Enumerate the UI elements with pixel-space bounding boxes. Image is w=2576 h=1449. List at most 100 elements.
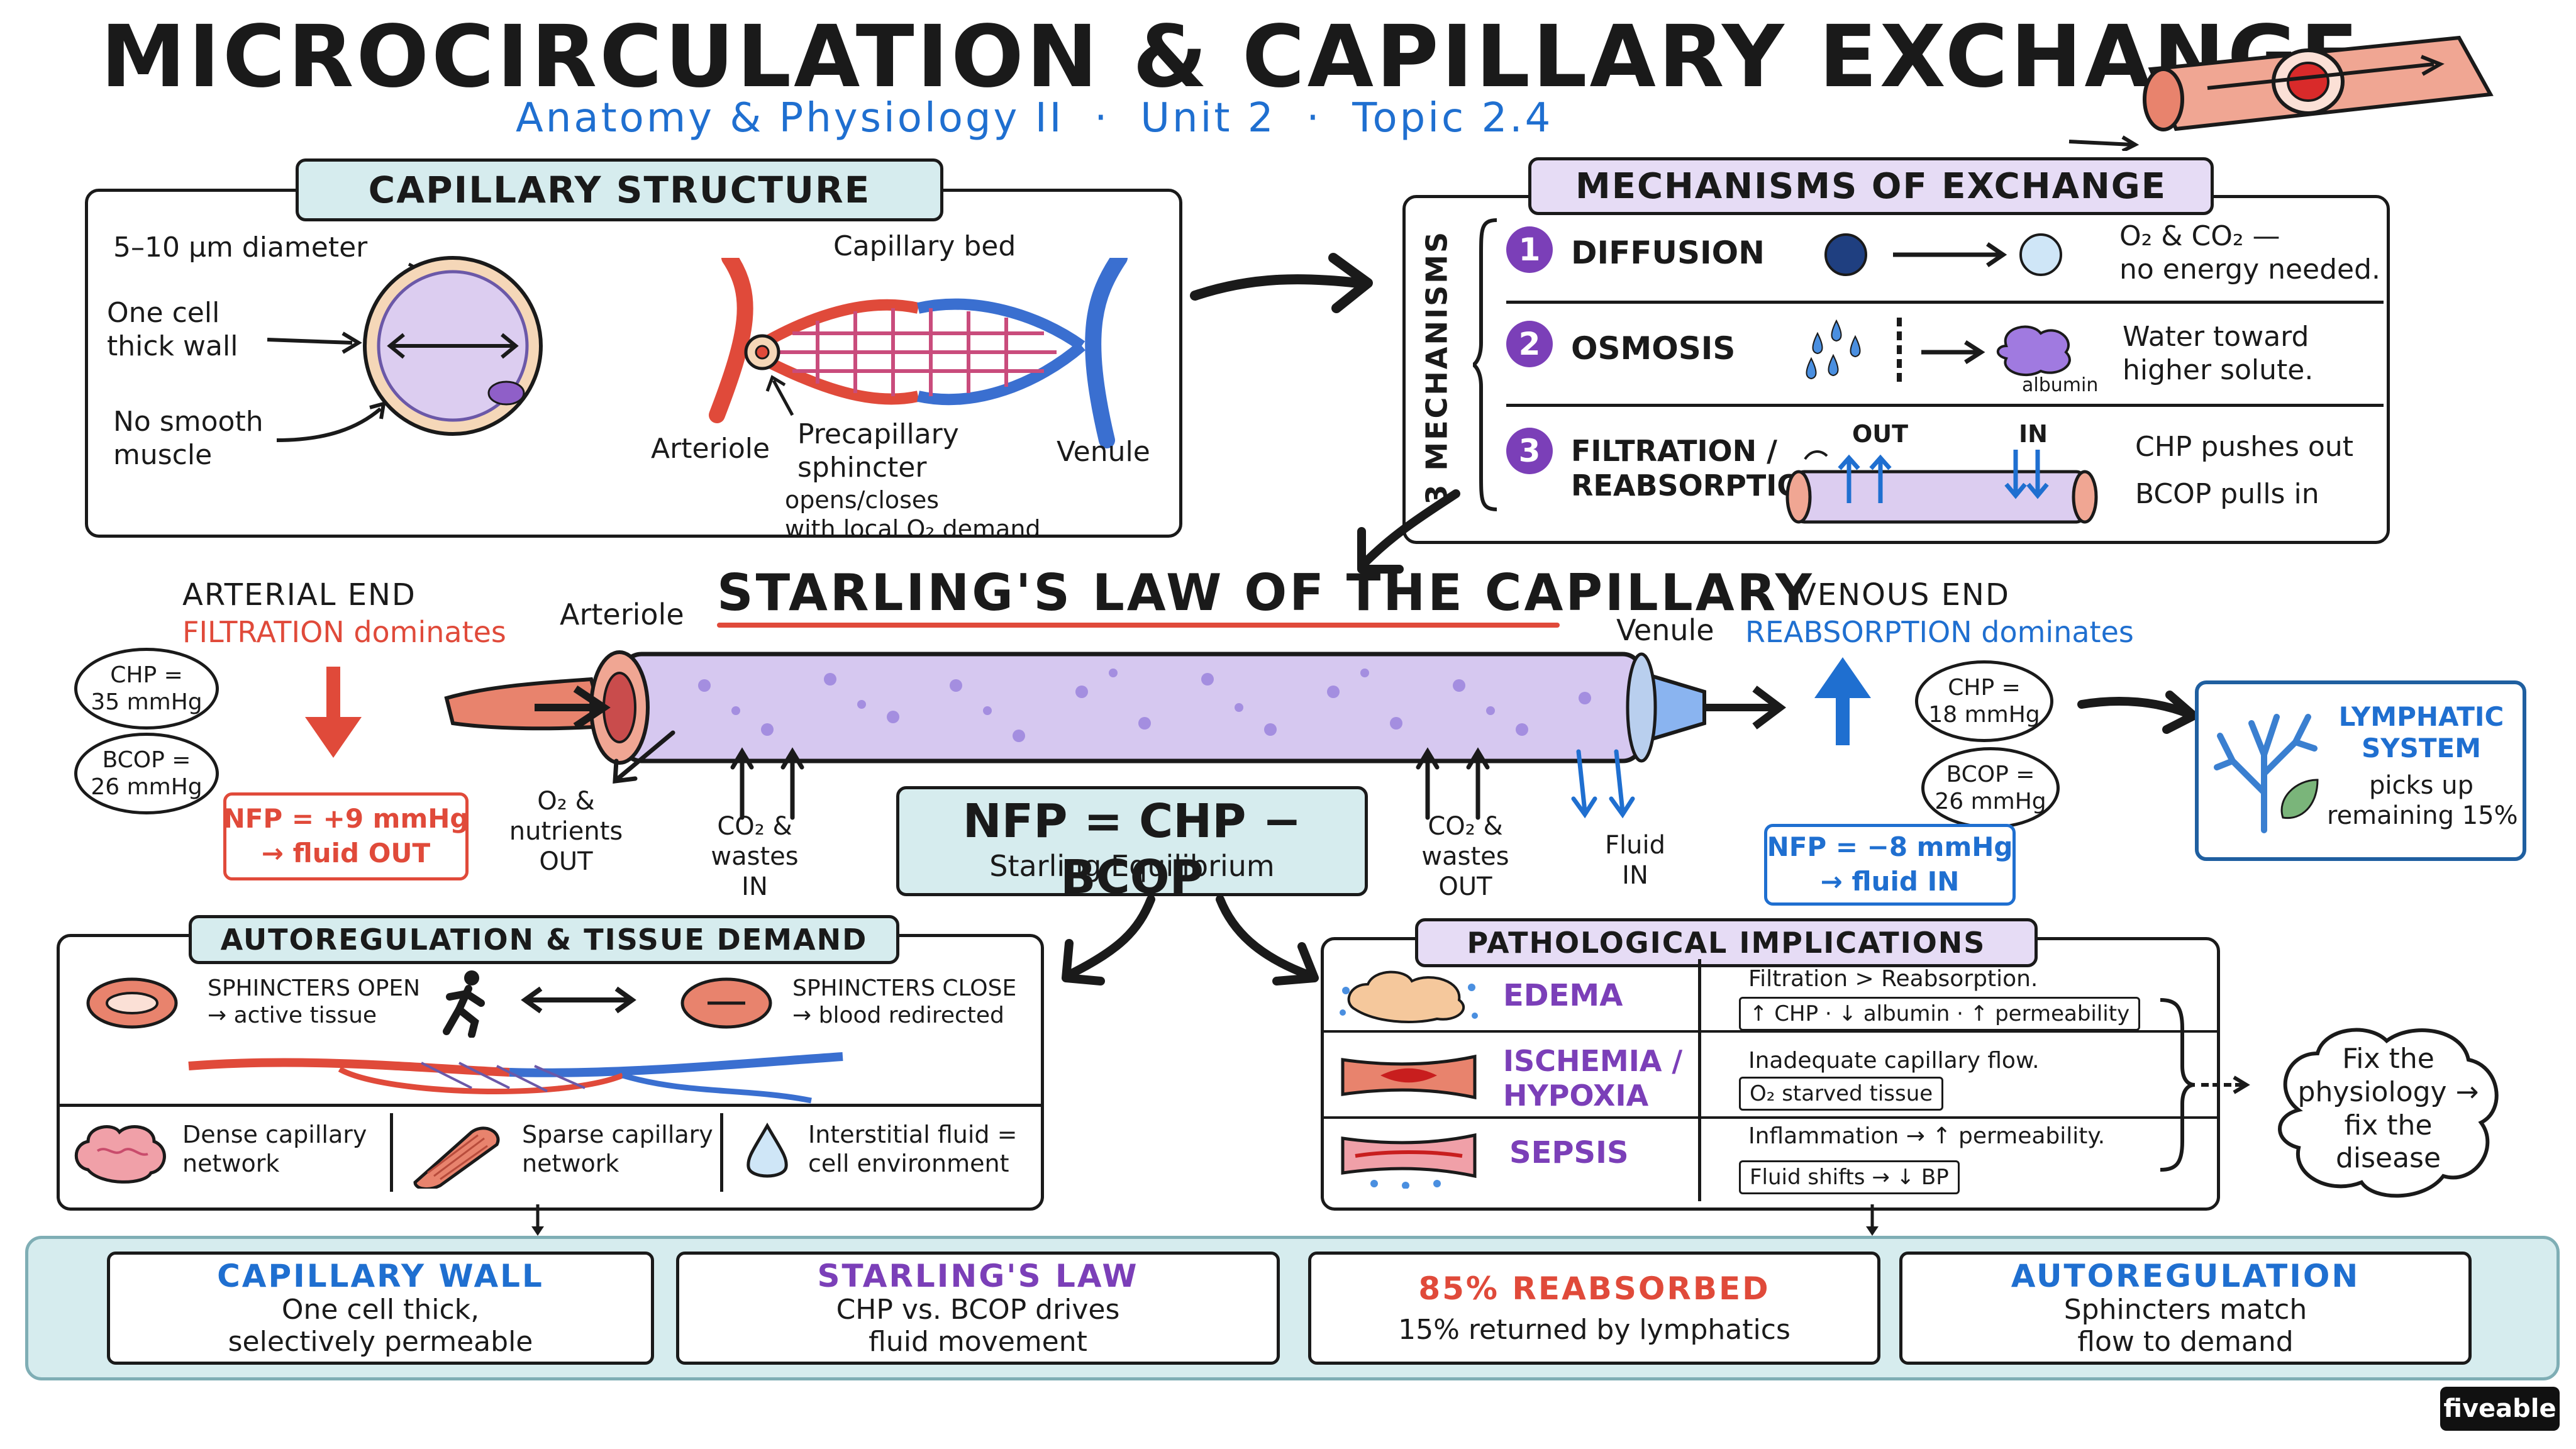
card-heading: CAPILLARY WALL [217, 1258, 544, 1295]
sphincter-open-icon [86, 977, 178, 1029]
page-title: MICROCIRCULATION & CAPILLARY EXCHANGE [101, 8, 2362, 107]
sepsis-icon [1341, 1133, 1477, 1189]
patho-col-divider [1698, 959, 1701, 1201]
vessel-illustration [2068, 35, 2494, 151]
autoreg-divider [57, 1104, 1044, 1107]
summary-card-capillary-wall: CAPILLARY WALL One cell thick, selective… [107, 1252, 654, 1365]
sphincter-label: Precapillary sphincter [797, 418, 959, 484]
diffusion-desc: O₂ & CO₂ — no energy needed. [2119, 220, 2381, 286]
cloud-text: Fix the physiology → fix the disease [2297, 1043, 2479, 1175]
capillary-tube [444, 650, 1786, 765]
arteriole-end-label: Arteriole [560, 597, 684, 631]
bcop-arterial-oval: BCOP = 26 mmHg [74, 733, 219, 814]
card-body: CHP vs. BCOP drives fluid movement [836, 1294, 1120, 1358]
patho-row-divider-2 [1321, 1116, 2220, 1119]
chp-venous-oval: CHP = 18 mmHg [1915, 660, 2053, 742]
sphincters-close-label: SPHINCTERS CLOSE → blood redirected [792, 975, 1017, 1029]
edema-tag: ↑ CHP · ↓ albumin · ↑ permeability [1739, 997, 2141, 1031]
card-body: Sphincters match flow to demand [2063, 1294, 2307, 1358]
osmosis-desc: Water toward higher solute. [2123, 321, 2314, 386]
chp-pushes-out: CHP pushes out [2135, 431, 2353, 463]
capillary-cross-section [267, 256, 543, 442]
interstitial-label: Interstitial fluid = cell environment [808, 1121, 1018, 1177]
arrow-down-left [1357, 489, 1460, 574]
patho-title: PATHOLOGICAL IMPLICATIONS [1415, 918, 2038, 967]
osmosis-icon [1806, 318, 2071, 387]
autoreg-col-divider-1 [390, 1113, 393, 1192]
dense-network-label: Dense capillary network [182, 1121, 367, 1177]
thought-cloud [2278, 1028, 2499, 1198]
ischemia-icon [1341, 1054, 1477, 1100]
reabsorption-dominates: REABSORPTION dominates [1745, 615, 2134, 649]
arrow-to-lymph [2077, 691, 2198, 734]
sphincter-note: opens/closes with local O₂ demand [785, 486, 1041, 543]
arrows-from-formula [1062, 895, 1319, 985]
nfp-arterial-box: NFP = +9 mmHg → fluid OUT [223, 792, 469, 880]
sphincters-open-label: SPHINCTERS OPEN → active tissue [208, 975, 421, 1029]
filtration-tube [1785, 450, 2098, 524]
wall-label: One cell thick wall [107, 297, 238, 362]
mech-name-filtration: FILTRATION / REABSORPTION [1571, 434, 1826, 503]
double-arrow [521, 986, 636, 1014]
brain-icon [74, 1125, 166, 1184]
page-subtitle: Anatomy & Physiology II · Unit 2 · Topic… [516, 95, 1553, 142]
sepsis-desc: Inflammation → ↑ permeability. [1748, 1123, 2106, 1149]
sepsis-name: SEPSIS [1509, 1135, 1629, 1170]
mech-divider-2 [1506, 404, 2384, 407]
o2-nutrients-out: O₂ & nutrients OUT [509, 787, 623, 876]
capillary-structure-title: CAPILLARY STRUCTURE [296, 158, 943, 221]
mech-number-3: 3 [1506, 428, 1553, 474]
card-heading: STARLING'S LAW [817, 1258, 1139, 1295]
co2-wastes-out: CO₂ & wastes OUT [1421, 812, 1509, 901]
arteriole-label: Arteriole [651, 433, 770, 465]
mech-number-1: 1 [1506, 226, 1553, 273]
ischemia-name: ISCHEMIA / HYPOXIA [1503, 1044, 1683, 1113]
bcop-pulls-in: BCOP pulls in [2135, 478, 2319, 510]
capillary-bed-diagram [709, 258, 1128, 448]
formula-box [896, 786, 1368, 896]
chp-arterial-oval: CHP = 35 mmHg [74, 648, 219, 730]
fluid-in-label: Fluid IN [1605, 831, 1665, 890]
filtration-out-label: OUT [1852, 420, 1909, 448]
mech-name-diffusion: DIFFUSION [1571, 235, 1765, 271]
edema-name: EDEMA [1503, 978, 1623, 1013]
arterial-end-label: ARTERIAL END [182, 577, 416, 613]
starling-equilibrium: Starling Equilibrium [989, 849, 1275, 883]
edema-desc: Filtration > Reabsorption. [1748, 966, 2038, 992]
card-heading: AUTOREGULATION [2011, 1258, 2360, 1295]
summary-card-starling: STARLING'S LAW CHP vs. BCOP drives fluid… [676, 1252, 1280, 1365]
patho-row-divider-1 [1321, 1030, 2220, 1033]
running-person-icon [443, 970, 485, 1038]
mech-number-2: 2 [1506, 321, 1553, 367]
summary-card-reabsorbed: 85% REABSORBED 15% returned by lymphatic… [1308, 1252, 1880, 1365]
starling-underline [717, 623, 1560, 628]
venule-label: Venule [1057, 436, 1150, 468]
patho-brace [2160, 998, 2250, 1172]
muscle-icon [413, 1126, 500, 1189]
co2-wastes-in: CO₂ & wastes IN [711, 812, 799, 901]
arrow-right [1190, 253, 1373, 313]
venous-end-label: VENOUS END [1796, 577, 2010, 613]
exchange-arrows [613, 730, 1635, 820]
ischemia-tag: O₂ starved tissue [1739, 1077, 1944, 1111]
diameter-label: 5–10 µm diameter [113, 231, 368, 264]
bcop-venous-oval: BCOP = 26 mmHg [1921, 747, 2060, 829]
muscle-label: No smooth muscle [113, 406, 264, 471]
mech-divider-1 [1506, 301, 2384, 304]
connector-right [1866, 1204, 1879, 1236]
capillary-bed-label: Capillary bed [833, 230, 1016, 262]
edema-icon [1340, 970, 1478, 1023]
up-arrow-blue [1814, 657, 1871, 745]
nfp-venous-box: NFP = −8 mmHg → fluid IN [1764, 824, 2016, 906]
sphincter-close-icon [680, 977, 772, 1029]
autoreg-title: AUTOREGULATION & TISSUE DEMAND [189, 915, 899, 964]
filtration-dominates: FILTRATION dominates [182, 615, 506, 649]
venule-end-label: Venule [1616, 613, 1714, 647]
lymph-desc: picks up remaining 15% [2327, 771, 2518, 830]
autoreg-col-divider-2 [720, 1113, 723, 1192]
brand-logo: fiveable [2440, 1387, 2560, 1431]
sepsis-tag: Fluid shifts → ↓ BP [1739, 1160, 1960, 1194]
starling-title: STARLING'S LAW OF THE CAPILLARY [717, 564, 1814, 622]
card-body: One cell thick, selectively permeable [228, 1294, 533, 1358]
nfp-formula: NFP = CHP − BCOP [962, 794, 1302, 904]
